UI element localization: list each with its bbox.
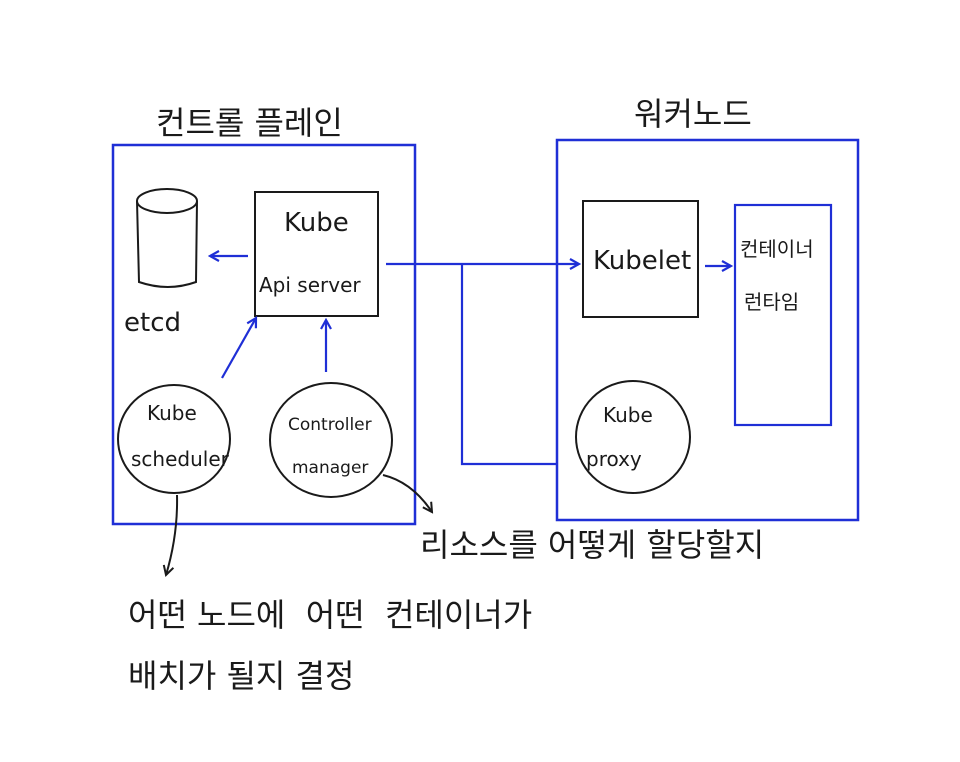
scheduler-note-line1: 어떤 노드에 어떤 컨테이너가 [128, 596, 532, 634]
kubelet-box [582, 200, 699, 318]
container-runtime-label-line2: 런타임 [744, 290, 799, 314]
scheduler-label-line1: Kube [147, 401, 197, 425]
container-runtime-label-line1: 컨테이너 [740, 237, 814, 261]
scheduler-to-api-arrow [221, 318, 256, 379]
kubelet-label: Kubelet [593, 246, 691, 276]
scheduler-label-line2: scheduler [131, 447, 230, 471]
scheduler-note-arrow [166, 494, 179, 575]
api-to-proxy-connector [460, 264, 557, 466]
control-plane-title: 컨트롤 플레인 [156, 104, 343, 142]
kube-proxy-circle [575, 380, 691, 494]
controller-manager-label-line1: Controller [288, 415, 372, 435]
container-runtime-box [733, 203, 833, 427]
etcd-label: etcd [124, 308, 181, 338]
api-server-box [254, 191, 379, 317]
worker-node-box [555, 138, 860, 522]
controller-manager-circle [269, 382, 393, 498]
controller-manager-label-line2: manager [292, 458, 368, 478]
scheduler-circle [117, 384, 231, 494]
scheduler-note-line2: 배치가 될지 결정 [128, 657, 354, 695]
controller-note: 리소스를 어떻게 할당할지 [420, 526, 764, 564]
etcd-cylinder-icon [136, 188, 198, 288]
worker-node-title: 워커노드 [634, 95, 752, 133]
kube-proxy-label-line1: Kube [603, 403, 653, 427]
controller-note-arrow [382, 474, 432, 512]
kube-proxy-label-line2: proxy [586, 447, 642, 471]
control-plane-box [111, 143, 417, 526]
api-server-label-line1: Kube [284, 208, 349, 238]
api-server-label-line2: Api server [259, 273, 361, 297]
